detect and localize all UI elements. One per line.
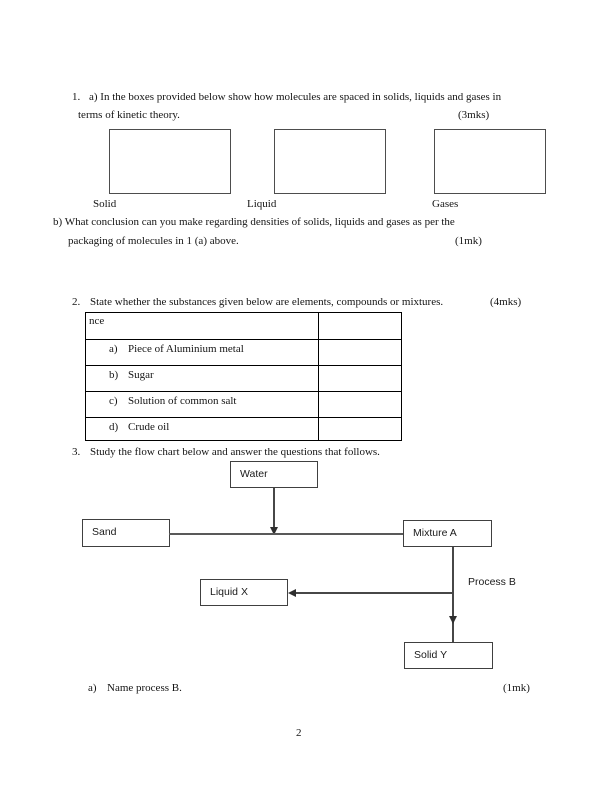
table-row: d) Crude oil [109, 421, 169, 434]
process-b-label: Process B [468, 576, 516, 588]
connector-mixture-solidy [452, 547, 454, 642]
q3-text: Study the flow chart below and answer th… [90, 446, 380, 458]
flow-node-water: Water [230, 461, 318, 488]
q3a-marker: a) [88, 682, 97, 694]
arrowhead-down-icon [270, 527, 278, 535]
table-row-line [86, 365, 401, 367]
flow-node-solid-y: Solid Y [404, 642, 493, 669]
q3a-text: Name process B. [107, 682, 182, 694]
q3a-marks: (1mk) [503, 682, 530, 694]
box-label-solid: Solid [93, 198, 117, 210]
q2-number: 2. [72, 296, 81, 308]
table-row-line [86, 391, 401, 393]
substances-table: nce a) Piece of Aluminium metal b) Sugar c… [85, 312, 402, 441]
q1a-marks: (3mks) [458, 109, 490, 121]
flow-node-sand: Sand [82, 519, 170, 547]
q2-marks: (4mks) [490, 296, 522, 308]
arrowhead-down-icon [449, 616, 457, 624]
page-number: 2 [296, 727, 302, 739]
answer-box-gases [434, 129, 546, 194]
row-label: Piece of Aluminium metal [128, 343, 244, 355]
answer-box-liquid [274, 129, 386, 194]
row-marker: a) [109, 343, 118, 355]
q2-text: State whether the substances given below… [90, 296, 444, 308]
q3-number: 3. [72, 446, 81, 458]
flow-node-mixture-a: Mixture A [403, 520, 492, 547]
row-marker: b) [109, 369, 119, 381]
table-row: c) Solution of common salt [109, 395, 236, 408]
q1b-text-line2: packaging of molecules in 1 (a) above. [68, 235, 239, 247]
flow-node-liquid-x: Liquid X [200, 579, 288, 606]
q1b-text-line1: b) What conclusion can you make regardin… [53, 216, 455, 228]
connector-branch-liquidx [295, 592, 453, 594]
q1a-text-line2: terms of kinetic theory. [78, 109, 180, 121]
row-label: Solution of common salt [128, 395, 237, 407]
table-header-cell: nce [89, 315, 105, 327]
table-column-divider [318, 313, 320, 440]
table-row-line [86, 339, 401, 341]
table-row: a) Piece of Aluminium metal [109, 343, 244, 356]
connector-sand-mixture [169, 533, 403, 535]
row-label: Sugar [128, 369, 154, 381]
row-marker: c) [109, 395, 118, 407]
answer-box-solid [109, 129, 231, 194]
q1b-marks: (1mk) [455, 235, 482, 247]
box-label-liquid: Liquid [247, 198, 277, 210]
row-label: Crude oil [128, 421, 170, 433]
q1a-text-line1: a) In the boxes provided below show how … [89, 91, 502, 103]
q1-number: 1. [72, 91, 81, 103]
table-row: b) Sugar [109, 369, 154, 382]
row-marker: d) [109, 421, 119, 433]
table-row-line [86, 417, 401, 419]
connector-water-down [273, 488, 275, 528]
arrowhead-left-icon [288, 589, 296, 598]
box-label-gases: Gases [432, 198, 459, 210]
